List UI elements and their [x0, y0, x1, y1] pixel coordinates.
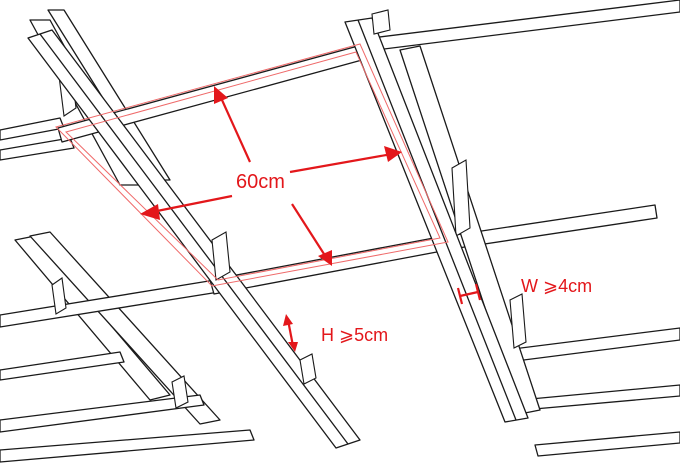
span-arrowhead-down: [318, 250, 332, 266]
panel-post-c: [371, 9, 391, 35]
lower-left-crossbar-b: [0, 351, 125, 381]
span-label: 60cm: [236, 171, 285, 193]
span-arrow-right: [289, 152, 393, 174]
width-label: W ⩾4cm: [521, 276, 593, 296]
panel-post-a: [211, 231, 231, 281]
upper-left-crossbar-a: [0, 117, 65, 141]
width-marker-tick-right: [474, 283, 482, 301]
right-crossbar-b: [504, 327, 680, 363]
lower-left-grid: [0, 231, 255, 463]
right-grid: [354, 0, 680, 457]
span-arrow-down: [291, 203, 325, 255]
right-crossbar-d: [534, 431, 680, 457]
span-arrow-up: [220, 99, 252, 163]
right-post-a: [451, 159, 471, 237]
right-rafter: [399, 45, 541, 415]
height-label: H ⩾5cm: [321, 325, 389, 345]
main-panel-frame: [27, 9, 529, 449]
right-crossbar-c: [519, 384, 680, 411]
opening-outline: [55, 43, 449, 287]
height-marker-head-bottom: [288, 342, 298, 352]
right-main-beam-edge: [357, 19, 517, 421]
panel-post-b: [299, 353, 317, 385]
width-marker: [459, 290, 479, 298]
opening-outline-outer: [55, 43, 449, 287]
span-arrowhead-left: [140, 204, 160, 220]
span-arrow-left: [151, 194, 233, 214]
lower-left-rafter-a: [14, 235, 171, 401]
left-main-beam-edge: [39, 33, 349, 445]
right-post-b: [509, 293, 527, 349]
top-right-crossbar: [354, 0, 680, 53]
lower-left-crossbar-c: [0, 394, 205, 433]
span-arrowhead-right: [384, 146, 402, 162]
right-crossbar-a: [454, 204, 658, 249]
dimension-arrows: [140, 86, 482, 352]
height-marker-head-top: [283, 314, 293, 326]
bottom-crossbar: [209, 233, 459, 295]
lower-left-post-a: [51, 277, 67, 315]
opening-outline-inner: [65, 51, 441, 281]
span-arrowhead-up: [214, 86, 228, 104]
lower-left-crossbar-d: [0, 429, 255, 463]
upper-left-crossbar-b: [0, 137, 75, 161]
lower-left-rafter-b: [29, 231, 221, 425]
width-marker-tick-left: [456, 287, 464, 305]
lower-left-post-b: [171, 375, 189, 409]
